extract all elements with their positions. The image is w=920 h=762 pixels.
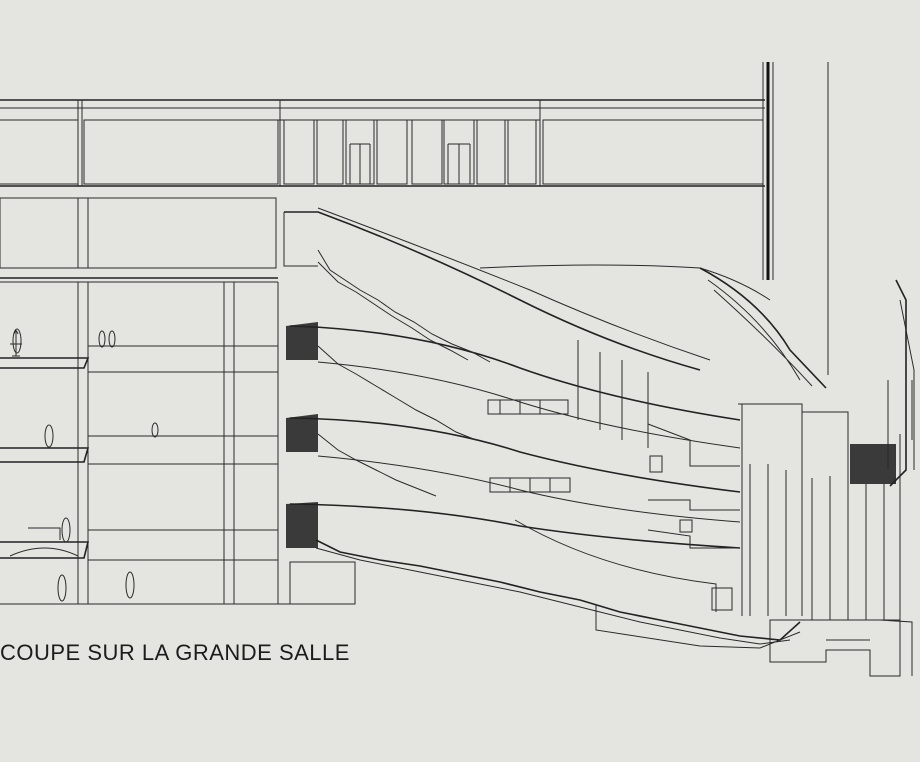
drawing-caption: COUPE SUR LA GRANDE SALLE [0, 640, 350, 665]
stage [738, 279, 915, 677]
stage-wall [762, 62, 829, 375]
office-block [0, 197, 356, 605]
auditorium [283, 207, 827, 649]
upper-block [0, 99, 765, 187]
